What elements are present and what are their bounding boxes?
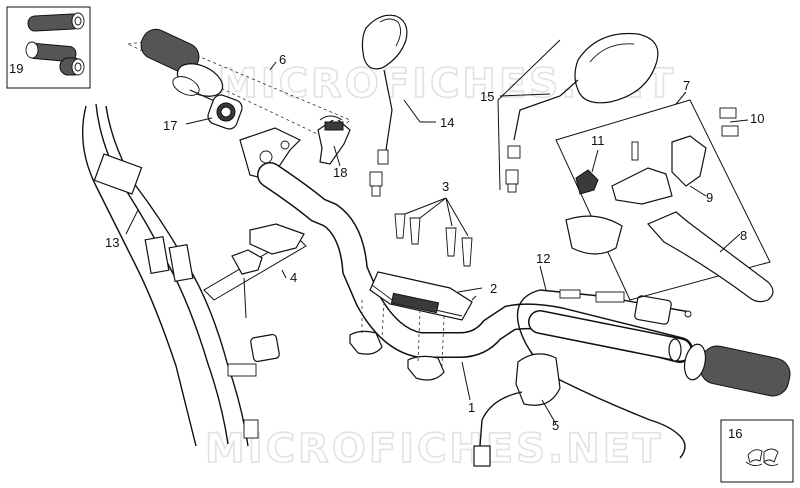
left-switch — [473, 353, 561, 467]
part-label-5: 5 — [552, 418, 559, 433]
mirror-right — [497, 32, 659, 193]
part-label-18: 18 — [333, 165, 347, 180]
clip-pair-drawing — [745, 448, 779, 467]
part-label-13: 13 — [105, 235, 119, 250]
part-label-1: 1 — [468, 400, 475, 415]
part-labels: 6 17 18 14 15 7 10 11 9 8 3 2 12 13 4 1 … — [9, 52, 764, 441]
part-label-8: 8 — [740, 228, 747, 243]
inset-box-19 — [6, 6, 91, 89]
part-label-7: 7 — [683, 78, 690, 93]
grip-pair-drawing — [25, 12, 85, 76]
throttle-cable — [516, 289, 692, 459]
part-label-19: 19 — [9, 61, 23, 76]
part-label-16: 16 — [728, 426, 742, 441]
handlebar — [257, 162, 693, 363]
switch-connector-4 — [203, 223, 307, 363]
lever-assembly — [555, 99, 774, 303]
mirror-left — [361, 14, 408, 197]
right-grip — [683, 343, 791, 397]
part-label-14: 14 — [440, 115, 454, 130]
part-label-2: 2 — [490, 281, 497, 296]
part-label-10: 10 — [750, 111, 764, 126]
wiring-harness-13 — [82, 103, 259, 447]
part-label-17: 17 — [163, 118, 177, 133]
part-label-4: 4 — [290, 270, 297, 285]
inset-box-16 — [720, 419, 794, 483]
part-label-6: 6 — [279, 52, 286, 67]
clamp-assembly — [349, 197, 473, 381]
part-label-15: 15 — [480, 89, 494, 104]
left-grip-assembly — [126, 28, 351, 181]
watermark-bottom: MICROFICHES.NET — [205, 426, 663, 472]
part-label-3: 3 — [442, 179, 449, 194]
part-label-12: 12 — [536, 251, 550, 266]
leader-lines — [125, 61, 749, 425]
part-label-11: 11 — [591, 133, 605, 148]
part-label-9: 9 — [706, 190, 713, 205]
